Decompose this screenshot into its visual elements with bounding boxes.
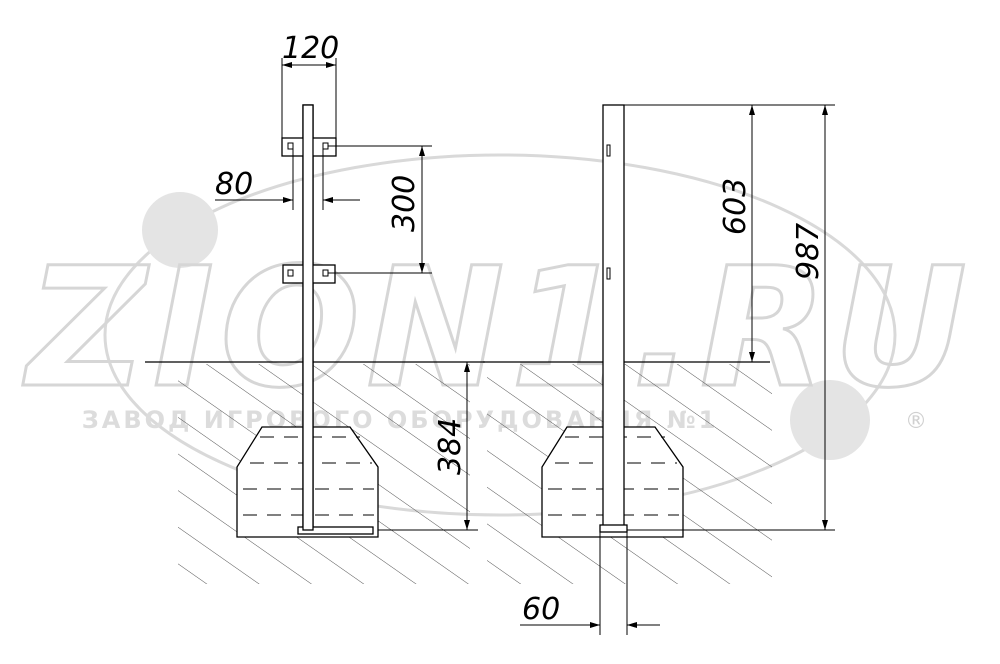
dim-total-height: 987 (627, 105, 835, 531)
dim-label-80: 80 (215, 167, 253, 202)
dim-post-offset: 80 (215, 149, 360, 210)
dim-label-300: 300 (387, 175, 422, 232)
dim-label-120: 120 (282, 31, 339, 66)
right-post-slot-upper (606, 144, 611, 157)
dim-bracket-spacing: 300 (328, 145, 432, 274)
registered-mark: ® (905, 409, 927, 434)
dim-post-width: 60 (520, 532, 660, 635)
watermark-dot-right (790, 380, 870, 460)
dim-label-60: 60 (522, 592, 560, 627)
dim-height-above-ground: 603 (718, 105, 755, 362)
watermark-dot-left (142, 192, 218, 268)
left-post-front (302, 104, 314, 531)
right-view: 603 987 60 (483, 104, 835, 635)
dim-label-384: 384 (433, 418, 468, 475)
dim-bracket-width: 120 (281, 31, 339, 138)
right-post (602, 104, 625, 531)
left-post-foot-plate (297, 526, 374, 535)
dim-label-987: 987 (791, 223, 826, 280)
dim-label-603: 603 (718, 178, 753, 235)
right-post-slot-lower (606, 267, 611, 280)
dim-embed-depth: 384 (378, 362, 478, 531)
right-post-foot-plate (599, 524, 628, 533)
upper-bracket-hole-left (287, 142, 294, 150)
left-view: 120 80 300 384 (145, 31, 485, 584)
lower-bracket-hole-left (287, 269, 294, 277)
